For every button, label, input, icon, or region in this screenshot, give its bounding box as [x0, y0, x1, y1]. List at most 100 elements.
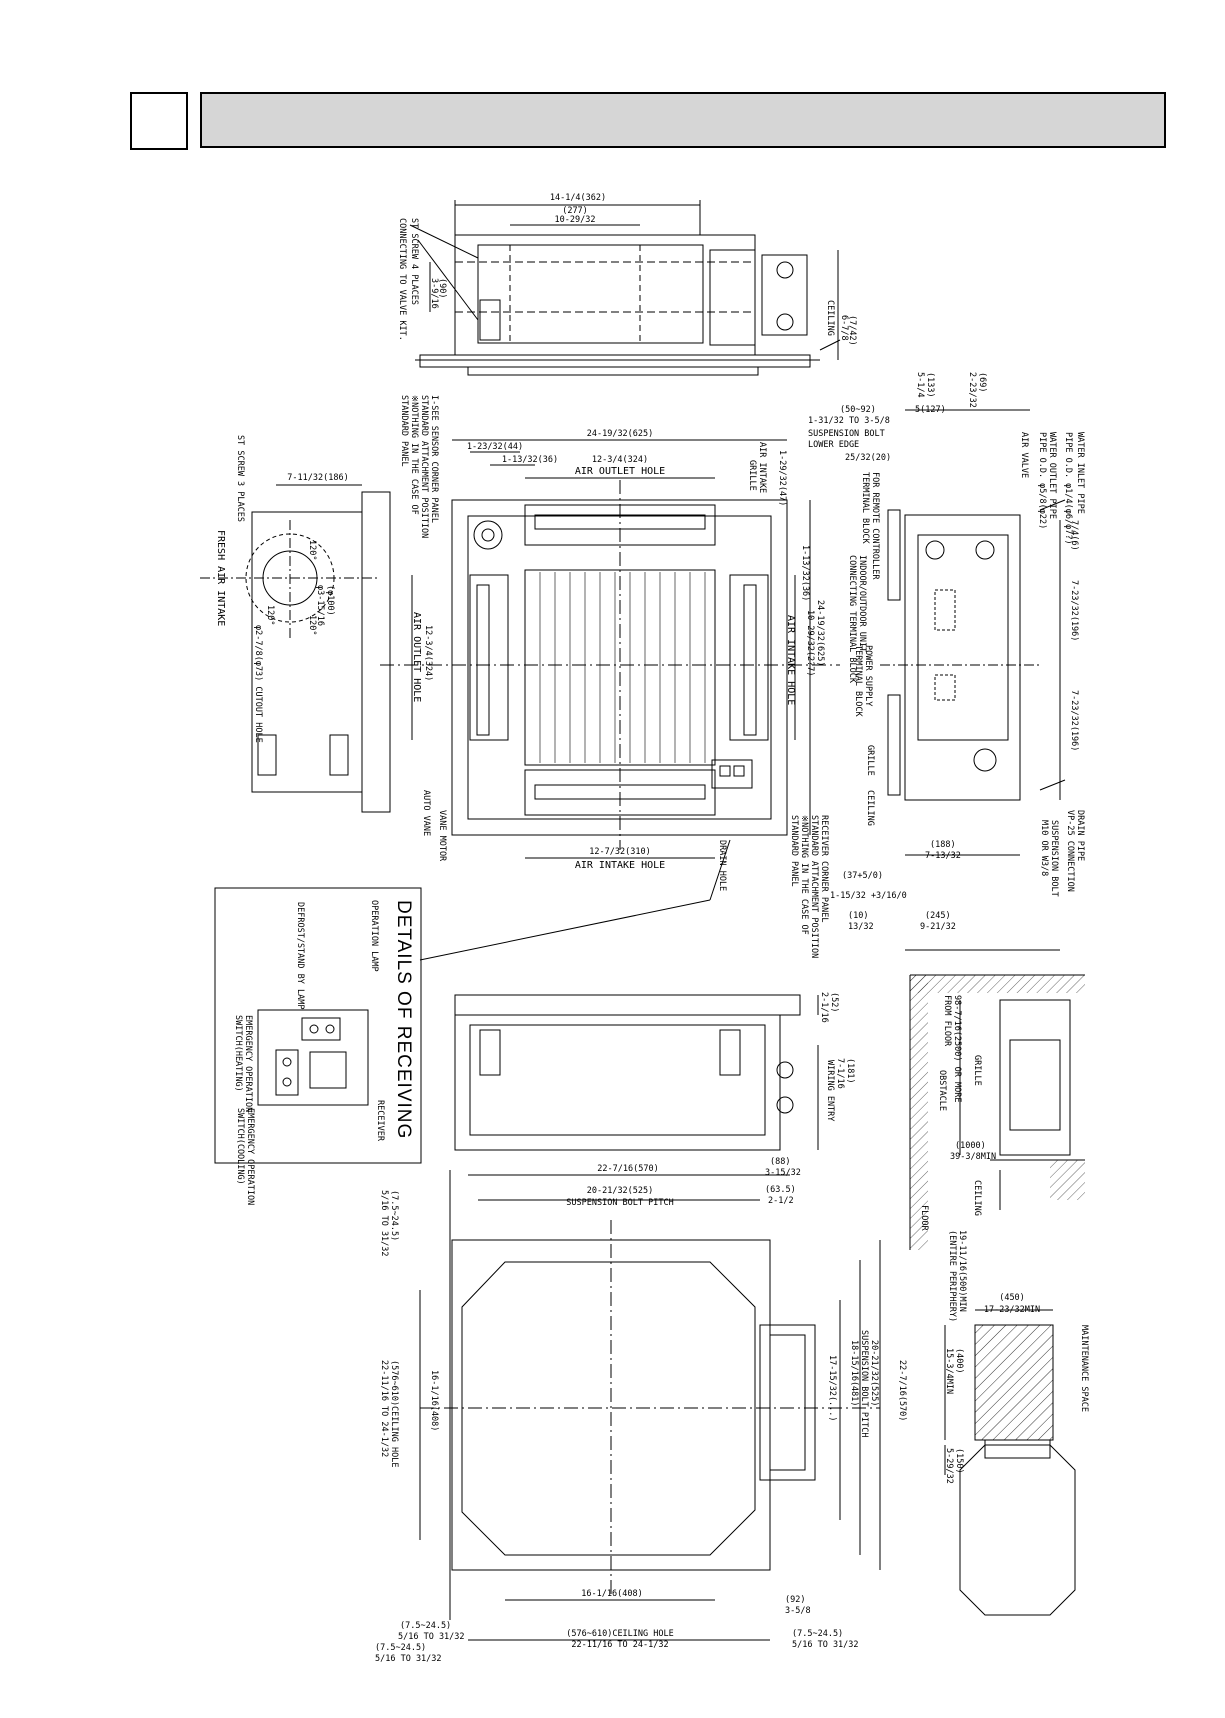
- maint-dim-450: (450): [999, 1293, 1025, 1303]
- side-dim-b3: 1-15/32 +3/16/0: [830, 891, 907, 901]
- side-dim-b5-in: 9-21/32: [920, 922, 956, 932]
- side-view: (133) 5-1/4 (69) 2-23/32 (50~92) 1-31/32…: [808, 372, 1085, 951]
- remote-label-2: TERMINAL BLOCK: [860, 472, 870, 545]
- emergency-cool-2: SWITCH(COOLING): [235, 1108, 245, 1185]
- main-air-outlet-hole: AIR OUTLET HOLE: [575, 466, 665, 477]
- main-view: 24-19/32(625) 1-23/32(44) 1-13/32(36) 12…: [380, 395, 840, 958]
- fresh-angle-3: 120°: [307, 615, 317, 635]
- plan-dim-bottom-e: (7.5~24.5): [792, 1629, 843, 1639]
- main-air-intake-hole-bottom: AIR INTAKE HOLE: [575, 860, 665, 871]
- maint-dim-400: (400): [954, 1348, 964, 1374]
- susp-bolt-2: M10 OR W3/8: [1039, 820, 1049, 876]
- lamp-block: [301, 1017, 341, 1041]
- side-dim-1-in: 5-1/4: [915, 372, 925, 398]
- main-dim-3: 12-3/4(324): [592, 455, 648, 465]
- fresh-cutout: φ2-7/8(φ73) CUTOUT HOLE: [253, 625, 263, 743]
- top-connecting: CONNECTING TO VALVE KIT.: [397, 218, 407, 341]
- fresh-air-intake: FRESH AIR INTAKE: [215, 530, 226, 626]
- water-inlet-1: WATER INLET PIPE: [1075, 432, 1085, 514]
- from-floor-2: FROM FLOOR: [942, 995, 952, 1047]
- page-number-box: [130, 92, 188, 150]
- plan-dim-r1-in: 3-15/32: [765, 1168, 801, 1178]
- defrost-lamp: DEFROST/STAND BY LAMP: [295, 902, 305, 1009]
- side-dim-5: 25/32(20): [845, 453, 891, 463]
- isee-label-4: STANDARD PANEL: [399, 395, 409, 467]
- plan-dim-right-pitch: 20-21/32(525): [869, 1340, 879, 1407]
- install-dim-1000-in: 39-3/8MIN: [950, 1152, 996, 1162]
- main-dim-overall: 24-19/32(625): [587, 429, 654, 439]
- water-outlet-1: WATER OUTLET PIPE: [1047, 432, 1057, 519]
- details-of-receiving: DETAILS OF RECEIVING OPERATION LAMP DEFR…: [214, 839, 731, 1205]
- plan-dim-left-a: (7.5~24.5): [389, 1190, 399, 1241]
- susp-bolt-1: SUSPENSION BOLT: [1049, 820, 1059, 897]
- main-air-outlet-hole-left: AIR OUTLET HOLE: [411, 612, 422, 702]
- side-susp-bolt-1: SUSPENSION BOLT: [808, 429, 885, 439]
- plan-dim-right-inner2: 17-15/32(...): [827, 1355, 837, 1422]
- water-inlet-2: PIPE O.D. φ1/4(φ6/φ7?): [1063, 432, 1073, 545]
- side-dim-1: (133): [925, 372, 935, 398]
- emergency-heat-2: SWITCH(HEATING): [233, 1015, 243, 1092]
- side-view-body: [904, 514, 1021, 801]
- receiver-label-4: STANDARD PANEL: [789, 815, 799, 887]
- entire-periphery-2: (ENTIRE PERIPHERY): [947, 1230, 957, 1322]
- top-dim-depth: (90): [437, 278, 447, 298]
- fresh-angle-2: 120°: [265, 605, 275, 625]
- main-dim-bottom: 12-7/32(310): [589, 847, 650, 857]
- maint-dim-400-in: 15-3/4MIN: [944, 1348, 954, 1394]
- receiver-label-1: RECEIVER CORNER PANEL: [819, 815, 829, 922]
- main-dim-right-1: 1-29/32(47): [777, 450, 787, 506]
- indoor-label-2: CONNECTING TERMINAL BLOCK: [847, 555, 857, 684]
- receiver-label-3: ※NOTHING IN THE CASE OF: [799, 815, 809, 935]
- top-dim-inner-in: 10-29/32: [555, 215, 596, 225]
- air-valve: AIR VALVE: [1019, 432, 1029, 478]
- side-dim-b4: (10): [848, 911, 868, 921]
- plan-dim-bottom-inner: 16-1/16(408): [581, 1589, 642, 1599]
- install-dim-1000: (1000): [955, 1141, 986, 1151]
- fresh-hole-dim-2: φ3-15/16: [315, 585, 325, 626]
- top-dim-height: (7/42): [847, 315, 857, 346]
- recv-dim-1: (52): [829, 992, 839, 1012]
- top-dim-depth-in: 3-9/16: [429, 278, 439, 309]
- details-box: [214, 887, 422, 1164]
- side-dim-right-3: 7-23/32(196): [1069, 690, 1079, 751]
- top-view: 14-1/4(362) (277) 10-29/32 (90) 3-9/16 (…: [397, 193, 857, 376]
- side-dim-b4-in: 13/32: [848, 922, 874, 932]
- power-label-2: TERMINAL BLOCK: [853, 645, 863, 718]
- recv-dim-2-in: 7-1/16: [835, 1058, 845, 1089]
- side-dim-b1: (188): [930, 840, 956, 850]
- receiver-box: [711, 759, 753, 789]
- fresh-air-view: 7-11/32(186) ST SCREW 3 PLACES FRESH AIR…: [200, 435, 391, 813]
- maint-dim-150: (150): [954, 1448, 964, 1474]
- top-dim-inner: (277): [562, 206, 588, 216]
- remote-label-1: FOR REMOTE CONTROLLER: [870, 472, 880, 580]
- fresh-st-screw: ST SCREW 3 PLACES: [235, 435, 245, 522]
- maintenance-view: (450) 17-23/32MIN MAINTENANCE SPACE (400…: [944, 1293, 1089, 1616]
- recv-dim-2: (181): [845, 1058, 855, 1084]
- plan-dim-r2: (63.5): [765, 1185, 796, 1195]
- power-label-1: POWER SUPPLY: [863, 645, 873, 706]
- maint-space-label: MAINTENANCE SPACE: [1079, 1325, 1089, 1412]
- main-dim-right-3: 10-29/32(2?7): [805, 610, 815, 677]
- main-dim-left: 12-3/4(324): [423, 625, 433, 681]
- maint-dim-150-in: 5-29/32: [944, 1448, 954, 1484]
- plan-dim-r1: (88): [770, 1157, 790, 1167]
- receiver-label-2: STANDARD ATTACHMENT POSITION: [809, 815, 819, 958]
- plan-dim-inner: 16-1/16(408): [429, 1370, 439, 1431]
- main-dim-1: 1-23/32(44): [467, 442, 523, 452]
- emergency-cool-1: EMERGENCY OPERATION: [245, 1108, 255, 1205]
- from-floor-1: 98-7/16(2500) OR MORE: [952, 995, 962, 1102]
- install-unit: [999, 999, 1071, 1156]
- receiver-label: RECEIVER: [375, 1100, 385, 1142]
- plan-dim-right-inner: 18-15/16(481): [849, 1340, 859, 1407]
- main-air-intake-hole-right: AIR INTAKE HOLE: [785, 615, 796, 705]
- side-ceiling: CEILING: [865, 790, 875, 826]
- top-dim-height-in: 6-7/8: [839, 315, 849, 341]
- side-dim-right-1: 7/4(6): [1069, 520, 1079, 551]
- isee-label-2: STANDARD ATTACHMENT POSITION: [419, 395, 429, 538]
- installation-view: 98-7/16(2500) OR MORE FROM FLOOR GRILLE …: [909, 974, 1085, 1322]
- emergency-heat-1: EMERGENCY OPERATION: [243, 1015, 253, 1112]
- plan-dim-r2-in: 2-1/2: [768, 1196, 794, 1206]
- fresh-dim-width: 7-11/32(186): [287, 473, 348, 483]
- recv-dim-1-in: 2-1/16: [819, 992, 829, 1023]
